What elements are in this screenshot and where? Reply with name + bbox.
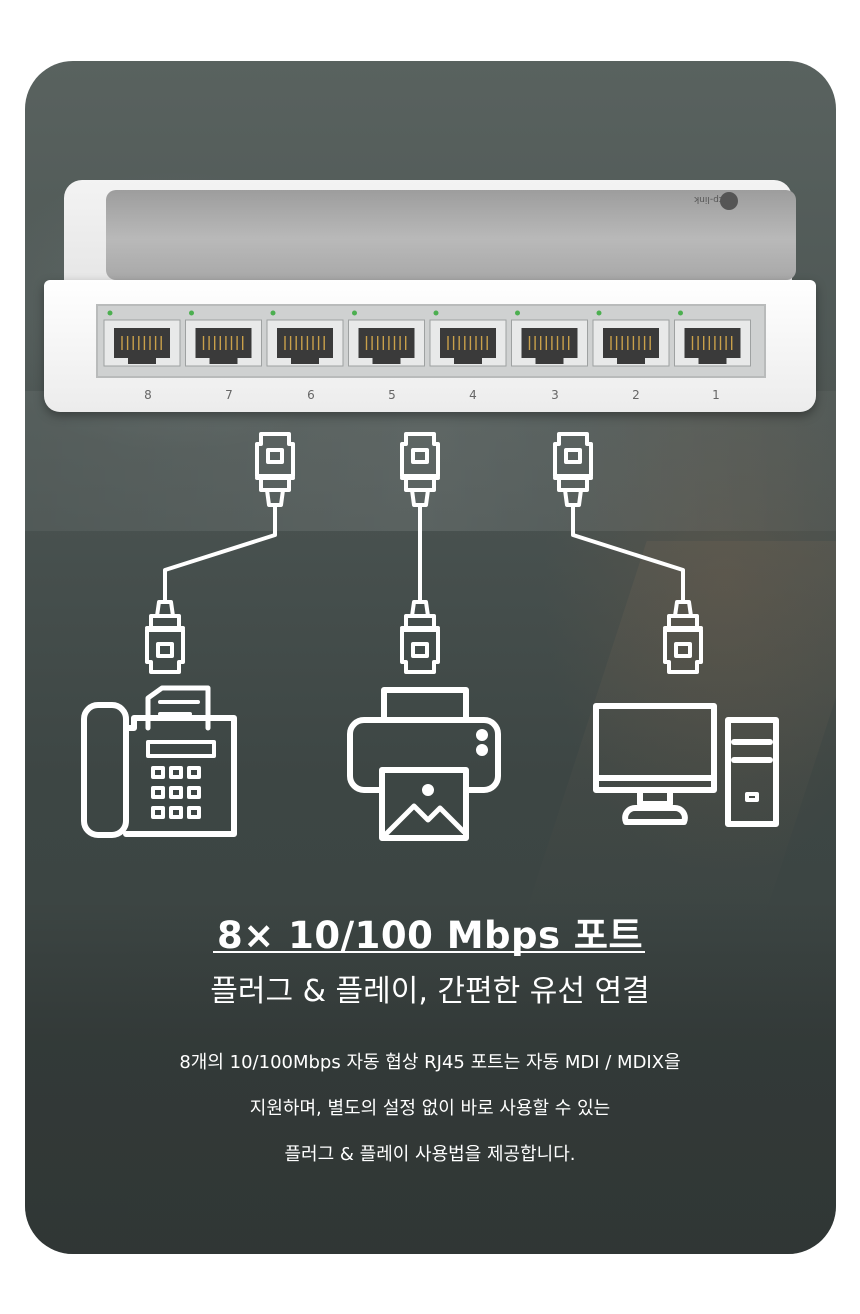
cable-wire-right [571,503,685,602]
rj45-plug-icon [400,432,440,507]
port-led [107,310,113,316]
ethernet-port [103,310,181,367]
network-switch-image: tp-link 8 7 6 5 4 3 2 1 [44,180,816,412]
port-number-label: 2 [632,388,640,402]
port-number-label: 6 [307,388,315,402]
port-number-label: 7 [225,388,233,402]
switch-top: tp-link [64,180,796,286]
brand-logo-icon [720,192,738,210]
switch-front: 8 7 6 5 4 3 2 1 [44,280,816,412]
port-led [433,310,439,316]
ethernet-port [511,310,588,367]
ethernet-ports [103,310,751,367]
background-blur [25,391,836,531]
headline-subtitle: 플러그 & 플레이, 간편한 유선 연결 [210,974,650,1009]
port-number-label: 4 [469,388,477,402]
port-led [352,310,357,316]
headline-underline [213,951,645,953]
rj45-plug-icon [553,432,593,507]
ethernet-port [429,310,507,367]
ethernet-port [592,310,670,367]
port-number-label: 8 [144,388,152,402]
port-number-label: 1 [712,388,720,402]
port-recess [96,304,766,378]
desktop-computer-icon [593,703,779,827]
cable-wire-left [163,503,277,602]
background-shade [25,901,836,1254]
port-number-label: 5 [388,388,396,402]
port-led [515,310,520,316]
rj45-plug-icon [663,600,703,674]
connection-illustration [0,0,860,860]
port-number-label: 3 [551,388,559,402]
switch-top-panel [106,190,796,280]
description-line: 지원하며, 별도의 설정 없이 바로 사용할 수 있는 [249,1098,611,1119]
ethernet-port [348,310,425,367]
description-line: 8개의 10/100Mbps 자동 협상 RJ45 포트는 자동 MDI / M… [179,1052,681,1073]
ethernet-port [674,310,751,367]
rj45-plug-icon [145,600,185,674]
port-led [678,310,683,316]
fax-phone-icon [81,685,237,838]
printer-icon [347,687,501,841]
description-line: 플러그 & 플레이 사용법을 제공합니다. [284,1144,576,1165]
port-led [596,310,602,316]
headline-title: 8× 10/100 Mbps 포트 [216,914,644,957]
port-led [189,310,194,316]
ethernet-port [266,310,344,367]
ethernet-port [185,310,262,367]
port-led [270,310,276,316]
rj45-plug-icon [255,432,295,507]
rj45-plug-icon [400,600,440,674]
